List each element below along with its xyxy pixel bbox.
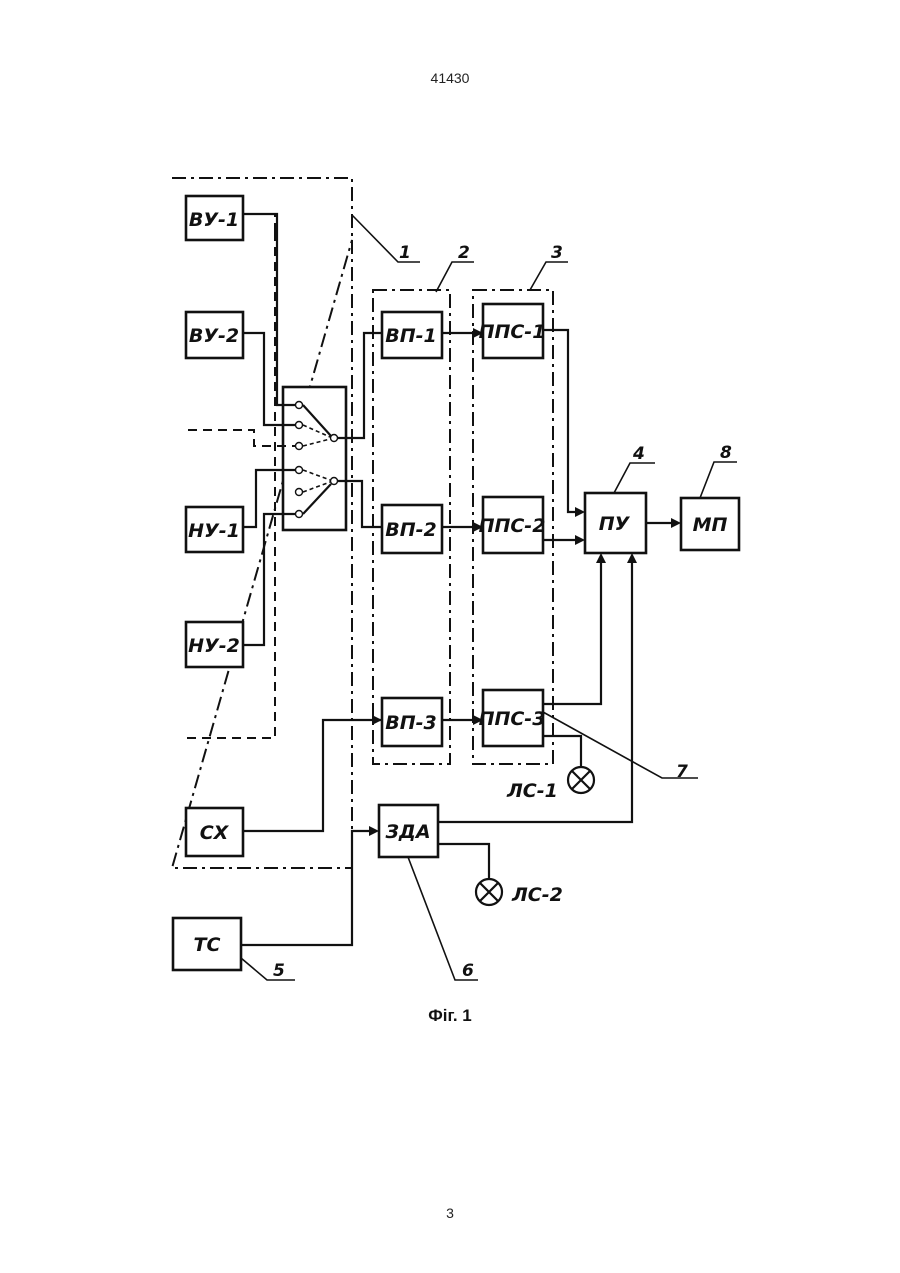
- lamp-ls1-label: ЛС-1: [506, 780, 558, 802]
- switch-block: [283, 387, 346, 530]
- lamp-ls2-icon: [476, 879, 502, 905]
- block-sx: СХ: [186, 808, 243, 856]
- callout-5-leader: [241, 958, 295, 980]
- block-ts: ТС: [173, 918, 241, 970]
- wire-pps1-pu: [543, 330, 575, 512]
- block-vp1-label: ВП-1: [385, 325, 437, 347]
- callout-3-leader: [530, 262, 568, 290]
- block-nu2: НУ-2: [186, 622, 243, 667]
- callout-8-leader: [700, 462, 737, 498]
- block-pps1: ППС-1: [479, 304, 546, 358]
- block-mp: МП: [681, 498, 739, 550]
- block-vp3: ВП-3: [382, 698, 442, 746]
- block-vu2-label: ВУ-2: [189, 325, 239, 347]
- callout-4: 4: [632, 444, 645, 464]
- callout-2-leader: [436, 262, 474, 292]
- block-vp2-label: ВП-2: [385, 519, 437, 541]
- block-pu-label: ПУ: [599, 513, 631, 535]
- block-pps1-label: ППС-1: [479, 321, 546, 343]
- lamp-ls1-icon: [568, 767, 594, 793]
- figure-caption: Фіг. 1: [0, 1006, 900, 1026]
- block-pps2: ППС-2: [479, 497, 546, 553]
- block-vp1: ВП-1: [382, 312, 442, 358]
- block-sx-label: СХ: [200, 822, 230, 844]
- block-pps2-label: ППС-2: [479, 515, 546, 537]
- block-vu1: ВУ-1: [186, 196, 243, 240]
- wire-dashed-input: [188, 430, 295, 446]
- wire-pps3-pu: [543, 563, 601, 704]
- block-zda-label: ЗДА: [384, 821, 430, 843]
- wire-sx-vp3: [243, 720, 382, 831]
- block-vu1-label: ВУ-1: [189, 209, 239, 231]
- lamp-ls2-label: ЛС-2: [511, 884, 563, 906]
- block-pps3: ППС-3: [479, 690, 546, 746]
- callout-7-leader: [543, 712, 698, 778]
- callout-1: 1: [399, 243, 411, 263]
- callout-6: 6: [462, 961, 474, 981]
- wire-zda-ls2: [438, 844, 489, 878]
- block-vp3-label: ВП-3: [385, 712, 437, 734]
- block-nu1-label: НУ-1: [188, 520, 240, 542]
- block-nu2-label: НУ-2: [188, 635, 240, 657]
- block-vp2: ВП-2: [382, 505, 442, 553]
- block-nu1: НУ-1: [186, 507, 243, 552]
- wire-pps3-ls1: [543, 736, 581, 766]
- block-pu: ПУ: [585, 493, 646, 553]
- callout-3: 3: [551, 243, 563, 263]
- block-zda: ЗДА: [379, 805, 438, 857]
- wire-nu2-switch: [243, 514, 295, 645]
- callout-7: 7: [676, 762, 688, 782]
- callout-8: 8: [720, 443, 732, 463]
- page-number: 3: [0, 1205, 900, 1221]
- wire-ts-zda: [241, 831, 369, 945]
- callout-2: 2: [458, 243, 470, 263]
- block-vu2: ВУ-2: [186, 312, 243, 358]
- block-mp-label: МП: [693, 514, 728, 536]
- callout-4-leader: [614, 463, 655, 493]
- block-pps3-label: ППС-3: [479, 708, 546, 730]
- callout-5: 5: [273, 961, 285, 981]
- block-ts-label: ТС: [194, 934, 221, 956]
- wire-vu1-switch: [243, 214, 295, 405]
